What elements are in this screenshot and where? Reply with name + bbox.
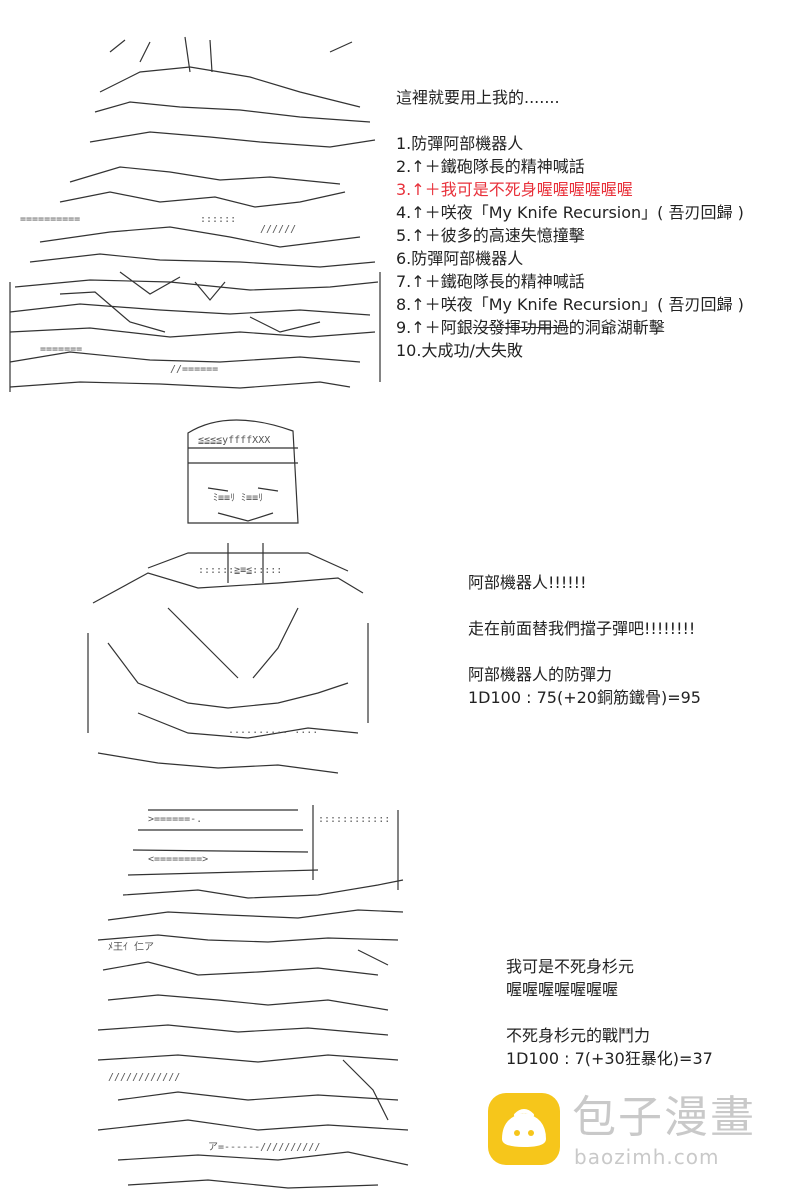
svg-text:≦≦≦≦yffffXXX: ≦≦≦≦yffffXXX [198,435,270,446]
aa-illustration-1: ========== :::::: ////// ======= //=====… [0,32,390,404]
bun-icon [488,1093,560,1165]
option-item: 4.↑＋咲夜「My Knife Recursion」( 吾刃回歸 ) [396,201,744,224]
watermark-logo: 包子漫畫 baozimh.com [488,1093,778,1177]
svg-text:::::::≧≡≦:::::: ::::::≧≡≦::::: [198,565,282,576]
option-number: 9. [396,318,412,337]
option-number: 1. [396,134,412,153]
option-number: 2. [396,157,412,176]
svg-text:ﾒ王ｲ 仁ア: ﾒ王ｲ 仁ア [108,941,154,953]
option-text: 鐵砲隊長的精神喊話 [440,272,585,291]
option-prefix: ↑＋ [411,180,441,199]
watermark-title: 包子漫畫 [572,1092,756,1143]
svg-text://======: //====== [170,364,218,375]
option-item: 7.↑＋鐵砲隊長的精神喊話 [396,270,744,293]
sugimoto-roll: 1D100 : 7(+30狂暴化)=37 [506,1049,713,1068]
spacer [468,640,701,663]
robot-shout: 走在前面替我們擋子彈吧!!!!!!!! [468,619,696,638]
svg-text:////////////: //////////// [108,1072,180,1083]
option-number: 4. [396,203,412,222]
option-prefix: ↑＋ [411,226,441,245]
svg-text:==========: ========== [20,214,80,225]
option-number: 7. [396,272,412,291]
sugimoto-line1: 我可是不死身杉元 [506,957,635,976]
option-prefix: ↑＋ [411,295,441,314]
option-text: 彼多的高速失憶撞擊 [440,226,585,245]
option-item: 8.↑＋咲夜「My Knife Recursion」( 吾刃回歸 ) [396,293,744,316]
spacer [468,594,701,617]
option-prefix: ↑＋ [411,318,441,337]
aa-sketch-3: >======-. :::::::::::: <========> ﾒ王ｲ 仁ア… [97,805,409,1189]
option-text: 大成功/大失敗 [421,341,523,360]
aa-sketch-2: ≦≦≦≦yffffXXX ﾐ≡≡ﾘ ﾐ≡≡ﾘ ::::::≧≡≦::::: ..… [87,419,369,774]
option-number: 5. [396,226,412,245]
robot-stat-label: 阿部機器人的防彈力 [468,665,613,684]
sugimoto-panel: 我可是不死身杉元 喔喔喔喔喔喔喔 不死身杉元的戰鬥力 1D100 : 7(+30… [506,955,713,1070]
option-prefix: ↑＋ [411,157,441,176]
option-number: 10. [396,341,422,360]
abe-robot-panel: 阿部機器人!!!!!! 走在前面替我們擋子彈吧!!!!!!!! 阿部機器人的防彈… [468,571,701,709]
spacer [506,1001,713,1024]
bun-icon-svg [502,1109,546,1147]
option-item: 5.↑＋彼多的高速失憶撞擊 [396,224,744,247]
svg-text:>======-.: >======-. [148,814,202,825]
option-suffix: 的洞爺湖斬擊 [568,318,665,337]
option-prefix: ↑＋ [411,203,441,222]
option-number: 3. [396,180,412,199]
svg-text:<========>: <========> [148,854,208,865]
svg-text:ﾐ≡≡ﾘ ﾐ≡≡ﾘ: ﾐ≡≡ﾘ ﾐ≡≡ﾘ [213,493,263,504]
option-item: 6.防彈阿部機器人 [396,247,744,270]
option-text: 咲夜「My Knife Recursion」( 吾刃回歸 ) [440,295,744,314]
sugimoto-stat-label: 不死身杉元的戰鬥力 [506,1026,651,1045]
robot-name: 阿部機器人!!!!!! [468,573,587,592]
svg-text:=======: ======= [40,344,82,355]
sugimoto-line2: 喔喔喔喔喔喔喔 [506,980,619,999]
spacer [396,109,744,132]
intro-line: 這裡就要用上我的....... [396,88,560,107]
option-number: 8. [396,295,412,314]
option-text: 防彈阿部機器人 [411,249,524,268]
aa-illustration-3: >======-. :::::::::::: <========> ﾒ王ｲ 仁ア… [88,800,418,1195]
svg-text:ア=------//////////: ア=------////////// [208,1142,320,1153]
option-number: 6. [396,249,412,268]
svg-text://////: ////// [260,224,296,235]
svg-text:::::::: :::::: [200,214,236,225]
option-text: 防彈阿部機器人 [411,134,524,153]
option-text: 我可是不死身喔喔喔喔喔喔 [440,180,633,199]
option-prefix: ↑＋ [411,272,441,291]
svg-text:.......... ....: .......... .... [228,725,318,736]
option-text: 鐵砲隊長的精神喊話 [440,157,585,176]
option-item: 10.大成功/大失敗 [396,339,744,362]
option-item: 1.防彈阿部機器人 [396,132,744,155]
option-strikethrough: 沒發揮功用過 [472,318,569,337]
option-text: 阿銀 [440,318,473,337]
watermark-url: baozimh.com [574,1145,720,1169]
aa-illustration-2: ≦≦≦≦yffffXXX ﾐ≡≡ﾘ ﾐ≡≡ﾘ ::::::≧≡≦::::: ..… [78,403,378,788]
option-item: 2.↑＋鐵砲隊長的精神喊話 [396,155,744,178]
option-item: 9.↑＋阿銀沒發揮功用過的洞爺湖斬擊 [396,316,744,339]
option-item: 3.↑＋我可是不死身喔喔喔喔喔喔 [396,178,744,201]
robot-roll: 1D100 : 75(+20銅筋鐵骨)=95 [468,688,701,707]
option-text: 咲夜「My Knife Recursion」( 吾刃回歸 ) [440,203,744,222]
aa-sketch-1: ========== :::::: ////// ======= //=====… [9,36,381,392]
svg-text:::::::::::::: :::::::::::: [318,814,390,825]
